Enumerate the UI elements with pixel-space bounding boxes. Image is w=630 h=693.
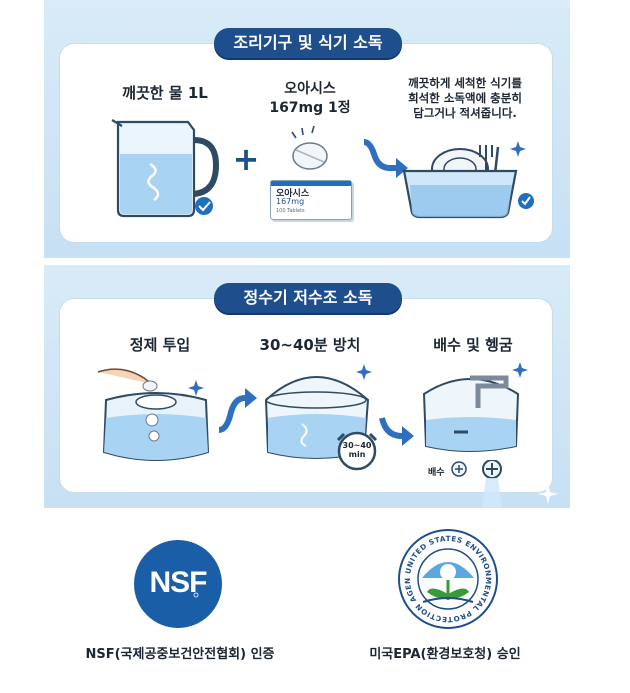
box-dose: 167mg bbox=[276, 197, 305, 206]
tablet-icon bbox=[291, 125, 328, 170]
tank-rinse-icon bbox=[422, 362, 528, 452]
nsf-caption: NSF(국제공중보건안전협회) 인증 bbox=[85, 647, 275, 662]
sparkle-icon bbox=[538, 484, 558, 504]
tablet-box: 오아시스 167mg 100 Tablets bbox=[270, 180, 352, 220]
box-brand: 오아시스 bbox=[276, 189, 310, 199]
tablet-label: 오아시스 167mg 1정 bbox=[255, 80, 365, 118]
instruction-line2: 희석한 소독액에 충분히 bbox=[408, 91, 522, 105]
arrow-icon bbox=[218, 388, 257, 433]
nsf-logo bbox=[134, 540, 222, 628]
section2-title: 정수기 저수조 소독 bbox=[214, 283, 402, 313]
drain-valve-icon bbox=[451, 460, 502, 508]
section1-instruction: 깨끗하게 세척한 식기를 희석한 소독액에 충분히 담그거나 적셔줍니다. bbox=[385, 76, 545, 121]
step1-label: 정제 투입 bbox=[129, 336, 191, 354]
drain-label: 배수 bbox=[428, 468, 445, 478]
box-count: 100 Tablets bbox=[276, 208, 305, 214]
tablet-label-line1: 오아시스 bbox=[284, 81, 336, 97]
instruction-line3: 담그거나 적셔줍니다. bbox=[413, 106, 517, 120]
plus-icon: + bbox=[232, 140, 260, 178]
instruction-line1: 깨끗하게 세척한 식기를 bbox=[408, 76, 522, 90]
arrow-icon bbox=[379, 417, 414, 446]
epa-seal-logo: UNITED STATES ENVIRONMENTAL PROTECTION A… bbox=[397, 528, 498, 629]
clock-text: 30~40 min bbox=[338, 441, 376, 459]
nsf-logo-text: NSF bbox=[149, 566, 208, 599]
water-label: 깨끗한 물 1L bbox=[122, 84, 208, 102]
section1-title: 조리기구 및 식기 소독 bbox=[214, 28, 402, 58]
water-pitcher-icon bbox=[111, 119, 220, 218]
clock-text-line2: min bbox=[348, 450, 366, 459]
tank-tablet-icon bbox=[97, 368, 210, 461]
dish-basin-icon bbox=[402, 141, 534, 219]
epa-caption: 미국EPA(환경보호청) 승인 bbox=[369, 647, 521, 662]
clock-icon bbox=[336, 431, 378, 471]
step2-label: 30~40분 방치 bbox=[259, 336, 361, 354]
clock-text-line1: 30~40 bbox=[342, 441, 372, 450]
arrow-icon bbox=[363, 139, 408, 178]
tablet-label-line2: 167mg 1정 bbox=[269, 100, 351, 116]
step3-label: 배수 및 헹굼 bbox=[433, 336, 513, 354]
